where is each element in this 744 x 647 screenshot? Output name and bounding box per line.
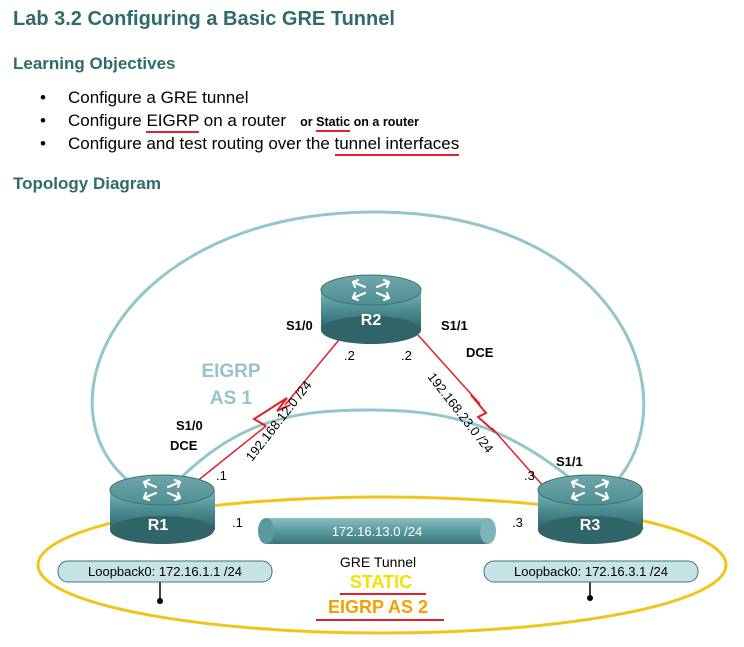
eigrp-as2-label: EIGRP AS 2 — [328, 597, 428, 617]
static-label: STATIC — [350, 572, 412, 592]
r1-dce-label: DCE — [170, 438, 198, 453]
loopback-r1-label: Loopback0: 172.16.1.1 /24 — [88, 564, 242, 579]
static-underlined: Static — [316, 115, 351, 132]
r1-ip-serial-label: .1 — [216, 468, 227, 483]
router-r2-label: R2 — [361, 312, 382, 329]
gre-tunnel-label: GRE Tunnel — [340, 554, 416, 570]
serial-link-r1-r2 — [195, 334, 344, 483]
router-r2 — [320, 274, 422, 344]
objective-item: Configure a GRE tunnel — [40, 86, 459, 109]
network-r1-r2-label: 192.168.12.0 /24 — [243, 378, 315, 464]
eigrp-as2-zone — [36, 495, 728, 635]
r2-ip-left-label: .2 — [344, 348, 355, 363]
r2-s11-label: S1/1 — [441, 318, 468, 333]
loopback-r3-label: Loopback0: 172.16.3.1 /24 — [514, 564, 668, 579]
tunnel-interfaces-underlined: tunnel interfaces — [334, 134, 460, 156]
router-r1 — [109, 474, 215, 544]
eigrp-as1-label-line1: EIGRP — [201, 361, 260, 382]
objectives-list: Configure a GRE tunnel Configure EIGRP o… — [40, 86, 460, 156]
router-r1-label: R1 — [148, 517, 169, 534]
r3-ip-tunnel-label: .3 — [512, 515, 523, 530]
loopback-r3-box: Loopback0: 172.16.3.1 /24 — [483, 560, 699, 583]
eigrp-as1-zone — [90, 210, 646, 502]
topology-diagram-heading: Topology Diagram — [13, 174, 161, 193]
tunnel-network-label: 172.16.13.0 /24 — [332, 524, 422, 539]
objective-text-prefix: Configure — [68, 111, 147, 130]
r1-ip-tunnel-label: .1 — [232, 515, 243, 530]
objective-text-prefix: Configure and test routing over the — [68, 134, 335, 153]
loopback-r1-box: Loopback0: 172.16.1.1 /24 — [57, 560, 273, 583]
router-r3-label: R3 — [580, 517, 601, 534]
objective-note-suffix: on a router — [350, 115, 419, 129]
gre-tunnel-tube — [258, 518, 496, 544]
r1-s10-label: S1/0 — [176, 418, 203, 433]
learning-objectives-heading: Learning Objectives — [13, 54, 176, 73]
objective-text-suffix: on a router — [199, 111, 286, 130]
eigrp-underlined: EIGRP — [146, 111, 200, 133]
objective-item: Configure and test routing over the tunn… — [40, 132, 460, 156]
r2-ip-right-label: .2 — [401, 348, 412, 363]
router-r3 — [537, 474, 643, 544]
objective-item: Configure EIGRP on a router or Static on… — [40, 109, 459, 133]
eigrp-as1-label-line2: AS 1 — [210, 388, 253, 409]
r3-s11-label: S1/1 — [556, 454, 583, 469]
objective-note-prefix: or — [300, 115, 317, 129]
r2-s10-label: S1/0 — [286, 318, 313, 333]
r3-ip-serial-label: .3 — [524, 468, 535, 483]
page-title: Lab 3.2 Configuring a Basic GRE Tunnel — [13, 8, 395, 30]
r2-dce-label: DCE — [466, 345, 494, 360]
objective-text: Configure a GRE tunnel — [68, 88, 249, 107]
